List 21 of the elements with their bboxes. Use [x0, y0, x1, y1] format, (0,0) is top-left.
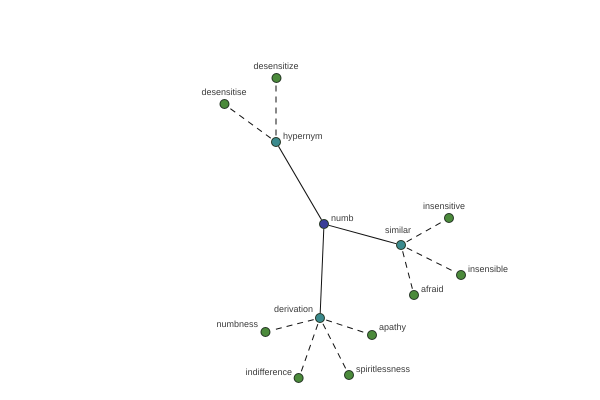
dashed-link-line	[300, 324, 318, 372]
dashed-link-line	[326, 320, 366, 334]
dashed-link-line	[322, 323, 347, 370]
node-label: desensitise	[201, 87, 247, 98]
node-label: apathy	[379, 322, 406, 333]
node-label: afraid	[421, 284, 444, 295]
node-label: indifference	[246, 367, 292, 378]
dashed-link-line	[402, 250, 413, 290]
node-label: similar	[385, 225, 411, 236]
node-label: desensitize	[253, 61, 299, 72]
node-label: numb	[331, 213, 354, 224]
link-line	[320, 228, 324, 314]
node-label: spiritlessness	[356, 364, 410, 375]
node-label: insensible	[468, 264, 508, 275]
node-label: derivation	[274, 304, 313, 315]
dashed-link-line	[228, 107, 272, 139]
node-label: numbness	[216, 319, 258, 330]
link-line	[278, 146, 322, 220]
node-label: insensitive	[422, 201, 466, 212]
link-line	[328, 224, 397, 244]
node-label: hypernym	[283, 131, 323, 142]
